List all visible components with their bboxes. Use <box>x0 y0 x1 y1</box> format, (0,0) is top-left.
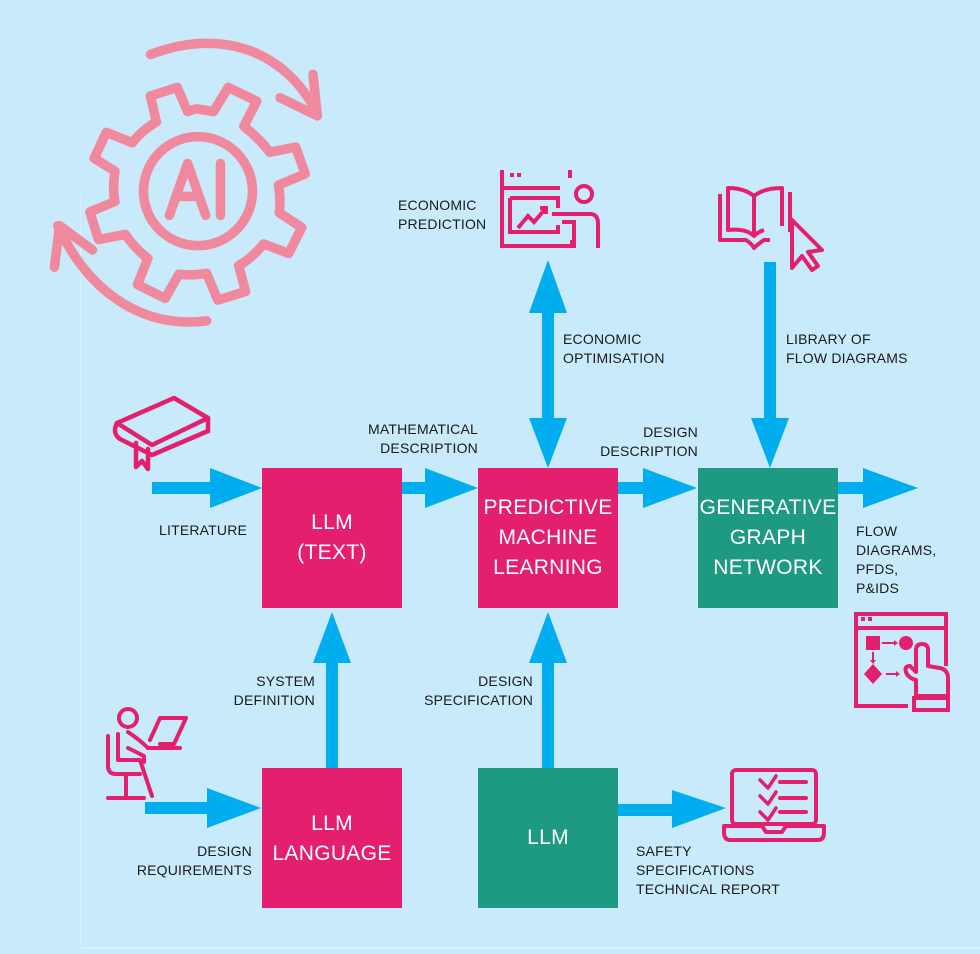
arrow-system-definition <box>313 612 351 768</box>
open-book-cursor-icon <box>718 186 824 272</box>
label-design-specification: DESIGN SPECIFICATION <box>424 673 533 708</box>
ai-gear-cycle-icon <box>49 38 323 327</box>
person-at-laptop-icon <box>106 707 188 800</box>
arrow-predictive-to-generative <box>618 468 697 508</box>
arrow-llm-to-report <box>618 790 726 828</box>
label-economic-optimisation: ECONOMIC OPTIMISATION <box>563 331 665 366</box>
arrow-design-requirements <box>145 788 261 828</box>
label-design-description: DESIGN DESCRIPTION <box>600 424 698 459</box>
label-economic-prediction: ECONOMIC PREDICTION <box>398 197 487 232</box>
arrow-economic-optimisation <box>529 260 567 468</box>
label-literature: LITERATURE <box>159 522 248 538</box>
flowchart-touch-icon <box>854 612 950 712</box>
node-llm-language: LLM LANGUAGE <box>262 768 402 908</box>
node-llm: LLM <box>478 768 618 908</box>
arrow-design-specification <box>529 612 567 768</box>
content-frame <box>80 195 980 949</box>
book-icon <box>112 395 211 472</box>
node-llm-text: LLM (TEXT) <box>262 468 402 608</box>
label-system-definition: SYSTEM DEFINITION <box>233 673 315 708</box>
node-predictive-machine-learning: PREDICTIVE MACHINE LEARNING <box>478 468 618 608</box>
arrow-generative-to-output <box>838 468 918 508</box>
arrow-llm-text-to-predictive <box>402 468 478 508</box>
node-generative-graph-network: GENERATIVE GRAPH NETWORK <box>698 468 838 608</box>
presentation-chart-icon <box>500 170 600 248</box>
laptop-checklist-icon <box>722 768 826 842</box>
label-flow-diagrams-output: FLOW DIAGRAMS, PFDS, P&IDS <box>856 523 937 596</box>
arrow-library-head <box>751 418 789 468</box>
arrow-literature-to-llm-text <box>152 468 262 508</box>
label-mathematical-description: MATHEMATICAL DESCRIPTION <box>368 421 478 456</box>
arrow-library-shaft <box>764 262 776 418</box>
label-design-requirements: DESIGN REQUIREMENTS <box>136 843 252 878</box>
label-safety-technical-report: SAFETY SPECIFICATIONS TECHNICAL REPORT <box>636 843 780 897</box>
label-library-of-flow-diagrams: LIBRARY OF FLOW DIAGRAMS <box>786 331 908 366</box>
